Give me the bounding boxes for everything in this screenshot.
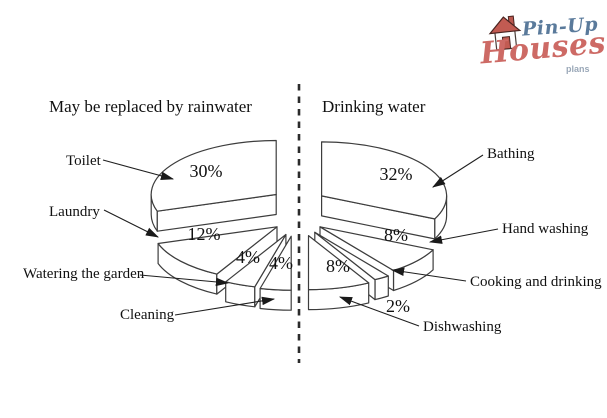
right-section-title: Drinking water [322, 97, 426, 116]
pct-label-cleaning: 4% [269, 253, 293, 273]
slice-top-face [314, 231, 389, 281]
leader-arrow-dishwashing [338, 296, 420, 327]
leader-arrow-toilet [102, 159, 175, 180]
logo-plans-text: plans [566, 64, 590, 74]
leader-arrow-bathing [432, 154, 484, 188]
pct-label-toilet: 30% [190, 161, 223, 181]
callout-label-laundry: Laundry [49, 204, 100, 220]
callout-label-cooking-and-drinking: Cooking and drinking [470, 274, 602, 290]
pct-label-bathing: 32% [380, 164, 413, 184]
callout-label-watering-the-garden: Watering the garden [23, 266, 145, 282]
callout-label-hand-washing: Hand washing [502, 221, 589, 237]
slice-bathing [321, 141, 448, 240]
callout-label-bathing: Bathing [487, 146, 535, 162]
pct-label-dishwashing: 8% [326, 256, 350, 276]
slice-outer-wall [259, 287, 292, 311]
slice-top-face [307, 235, 370, 291]
pct-label-laundry: 12% [188, 224, 221, 244]
pct-label-cooking-and-drinking: 2% [386, 296, 410, 316]
callout-label-cleaning: Cleaning [120, 307, 175, 323]
slice-top-face [321, 141, 448, 220]
house-icon [488, 15, 522, 51]
leader-arrow-hand-washing [428, 228, 499, 244]
callout-label-toilet: Toilet [66, 153, 102, 169]
callout-label-dishwashing: Dishwashing [423, 319, 502, 335]
slice-top-face [157, 226, 278, 275]
leader-arrow-cooking-and-drinking [390, 267, 467, 282]
slice-top-face [259, 235, 292, 291]
left-section-title: May be replaced by rainwater [49, 97, 252, 116]
pct-label-watering-the-garden: 4% [236, 247, 260, 267]
pinup-houses-logo: Pin-Up Houses plans [479, 6, 607, 78]
slice-toilet [150, 139, 277, 232]
leader-arrow-laundry [103, 209, 159, 238]
leader-arrow-cleaning [174, 296, 276, 316]
slice-dishwashing [307, 235, 370, 311]
pct-label-hand-washing: 8% [384, 225, 408, 245]
slice-top-face [150, 139, 277, 212]
leader-arrow-watering-the-garden [139, 274, 230, 287]
